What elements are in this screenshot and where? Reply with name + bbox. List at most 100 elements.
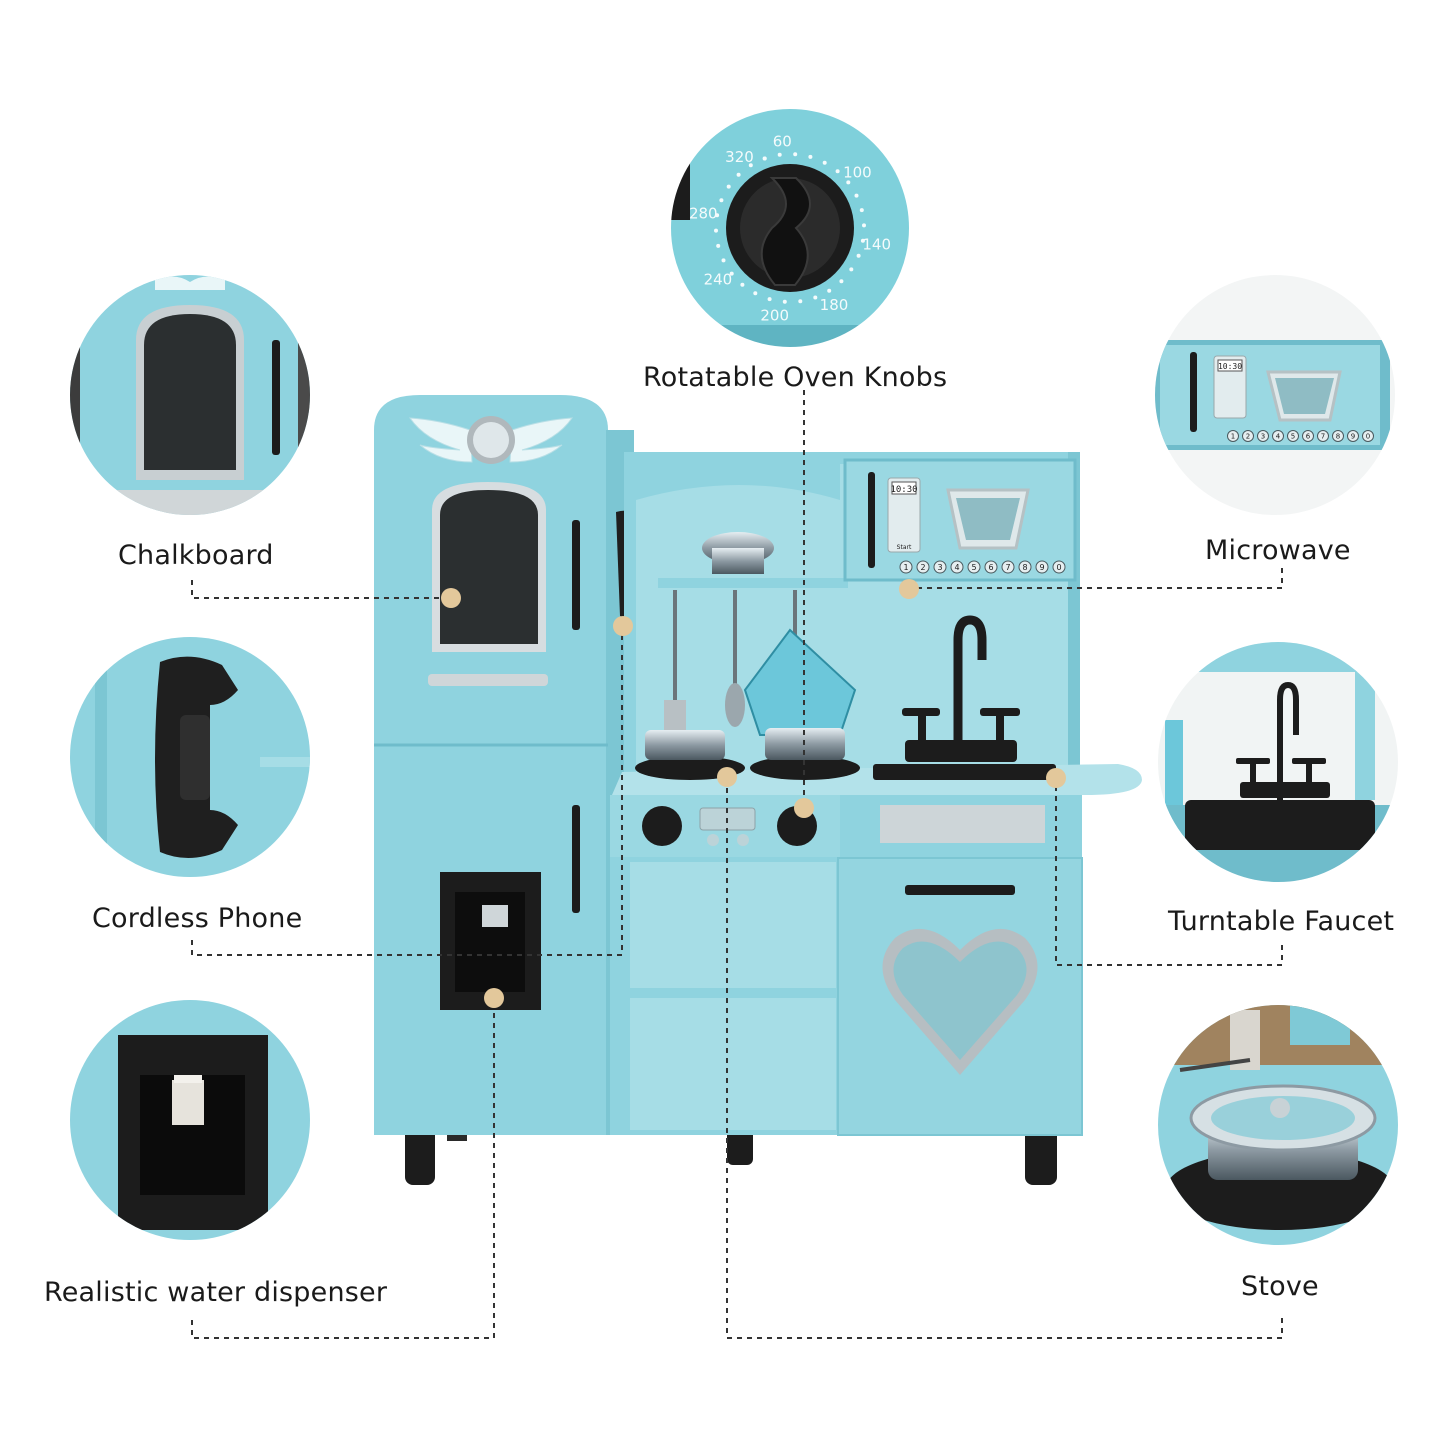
- detail-turntable-faucet: [1158, 642, 1398, 882]
- microwave-number-button[interactable]: [1332, 430, 1344, 442]
- microwave-number-button[interactable]: [899, 560, 913, 574]
- chalkboard[interactable]: [440, 490, 538, 644]
- shelf: [610, 988, 838, 998]
- microwave-number-label: 2: [920, 563, 925, 572]
- microwave-number-button[interactable]: [967, 560, 981, 574]
- fridge-handle[interactable]: [572, 520, 580, 630]
- faucet-tap[interactable]: [918, 710, 926, 742]
- dot-chalkboard: [441, 588, 461, 608]
- microwave-number-label: 1: [1231, 432, 1235, 440]
- microwave-number-button[interactable]: [1018, 560, 1032, 574]
- knob-dial-label: 140: [862, 235, 891, 253]
- faucet-tap-handle[interactable]: [980, 708, 1020, 716]
- microwave-number-label: 5: [971, 563, 976, 572]
- label-water-dispenser: Realistic water dispenser: [44, 1277, 388, 1308]
- leader-water-dispenser: [191, 998, 495, 1339]
- faucet-tap[interactable]: [996, 710, 1004, 742]
- microwave-handle[interactable]: [868, 472, 875, 568]
- faucet-base: [905, 740, 1017, 762]
- microwave-number-label: 7: [1005, 563, 1010, 572]
- colander: [712, 548, 764, 574]
- microwave-number-label: 8: [1336, 432, 1340, 440]
- microwave-number-button[interactable]: [1035, 560, 1049, 574]
- microwave-number-label: 7: [1321, 432, 1325, 440]
- microwave-number-button[interactable]: [933, 560, 947, 574]
- microwave-number-button[interactable]: [1052, 560, 1066, 574]
- knob-dial-tick: [782, 299, 787, 304]
- label-stove: Stove: [1241, 1271, 1319, 1302]
- hanging-utensils: [664, 590, 857, 736]
- dot-oven-knobs: [794, 798, 814, 818]
- freezer-handle[interactable]: [572, 805, 580, 913]
- leader-microwave: [908, 568, 1283, 589]
- microwave-number-label: 4: [954, 563, 959, 572]
- dot-stove: [717, 767, 737, 787]
- microwave-number-button[interactable]: [1242, 430, 1254, 442]
- knob-dial-tick: [716, 243, 721, 248]
- cooking-pot: [645, 730, 725, 760]
- dispenser-lever[interactable]: [482, 905, 508, 927]
- microwave-number-button[interactable]: [984, 560, 998, 574]
- microwave-number-label: 0: [1366, 432, 1370, 440]
- knob-dial-label: 100: [843, 163, 872, 181]
- knob-dial-tick: [813, 295, 818, 300]
- vent-grille: [880, 805, 1045, 843]
- wing-emblem: [409, 417, 473, 463]
- leader-chalkboard: [191, 580, 450, 599]
- label-oven-knobs: Rotatable Oven Knobs: [643, 362, 948, 393]
- microwave-number-label: 1: [903, 563, 908, 572]
- knob-dial-tick: [736, 172, 741, 177]
- microwave-start-label: Start: [897, 544, 912, 551]
- microwave-number-label: 6: [1306, 432, 1311, 440]
- oven-button[interactable]: [707, 834, 719, 846]
- microwave-number-button[interactable]: [1302, 430, 1314, 442]
- microwave-number-button[interactable]: [950, 560, 964, 574]
- microwave-number-button[interactable]: [1287, 430, 1299, 442]
- microwave-number-button[interactable]: [1257, 430, 1269, 442]
- knob-dial-tick: [849, 267, 854, 272]
- microwave-number-button[interactable]: [1227, 430, 1239, 442]
- dot-microwave: [899, 579, 919, 599]
- oven-knob[interactable]: [642, 806, 682, 846]
- wing-emblem: [509, 417, 573, 463]
- label-microwave: Microwave: [1205, 535, 1351, 566]
- burner[interactable]: [750, 756, 860, 780]
- oven-button[interactable]: [737, 834, 749, 846]
- knob-dial-tick: [726, 184, 731, 189]
- microwave-keypad[interactable]: [887, 477, 921, 553]
- microwave-number-button[interactable]: [1347, 430, 1359, 442]
- microwave-time: 10:30: [890, 485, 917, 495]
- faucet-tap-handle[interactable]: [902, 708, 940, 716]
- knob-dial-tick: [715, 213, 720, 218]
- knob-dial-tick: [808, 154, 813, 159]
- microwave-number-button[interactable]: [1001, 560, 1015, 574]
- microwave-number-button[interactable]: [916, 560, 930, 574]
- knob-dial-tick: [777, 152, 782, 157]
- microwave-number-button[interactable]: [1272, 430, 1284, 442]
- knob-dial-tick: [762, 156, 767, 161]
- oven-handle[interactable]: [905, 885, 1015, 895]
- kitchen-leg: [1025, 1125, 1057, 1185]
- detail-cordless-phone: [70, 637, 310, 877]
- microwave-number-label: 0: [1056, 563, 1061, 572]
- microwave-number-button[interactable]: [1317, 430, 1329, 442]
- knob-dial-tick: [827, 288, 832, 293]
- microwave-number-label: 5: [1291, 432, 1295, 440]
- microwave-number-label: 9: [1039, 563, 1044, 572]
- knob-dial-tick: [859, 208, 864, 213]
- shelf: [658, 578, 848, 588]
- microwave-number-label: 3: [937, 563, 942, 572]
- microwave-number-button[interactable]: [1362, 430, 1374, 442]
- label-chalkboard: Chalkboard: [118, 540, 274, 571]
- heart-window: [893, 941, 1027, 1060]
- knob-dial-tick: [862, 223, 866, 228]
- knob-dial-label: 180: [820, 296, 849, 314]
- knob-dial-tick: [856, 253, 861, 258]
- knob-dial-label: 200: [760, 307, 789, 325]
- sink-faucet[interactable]: [953, 615, 987, 745]
- leader-cordless-phone: [191, 626, 623, 956]
